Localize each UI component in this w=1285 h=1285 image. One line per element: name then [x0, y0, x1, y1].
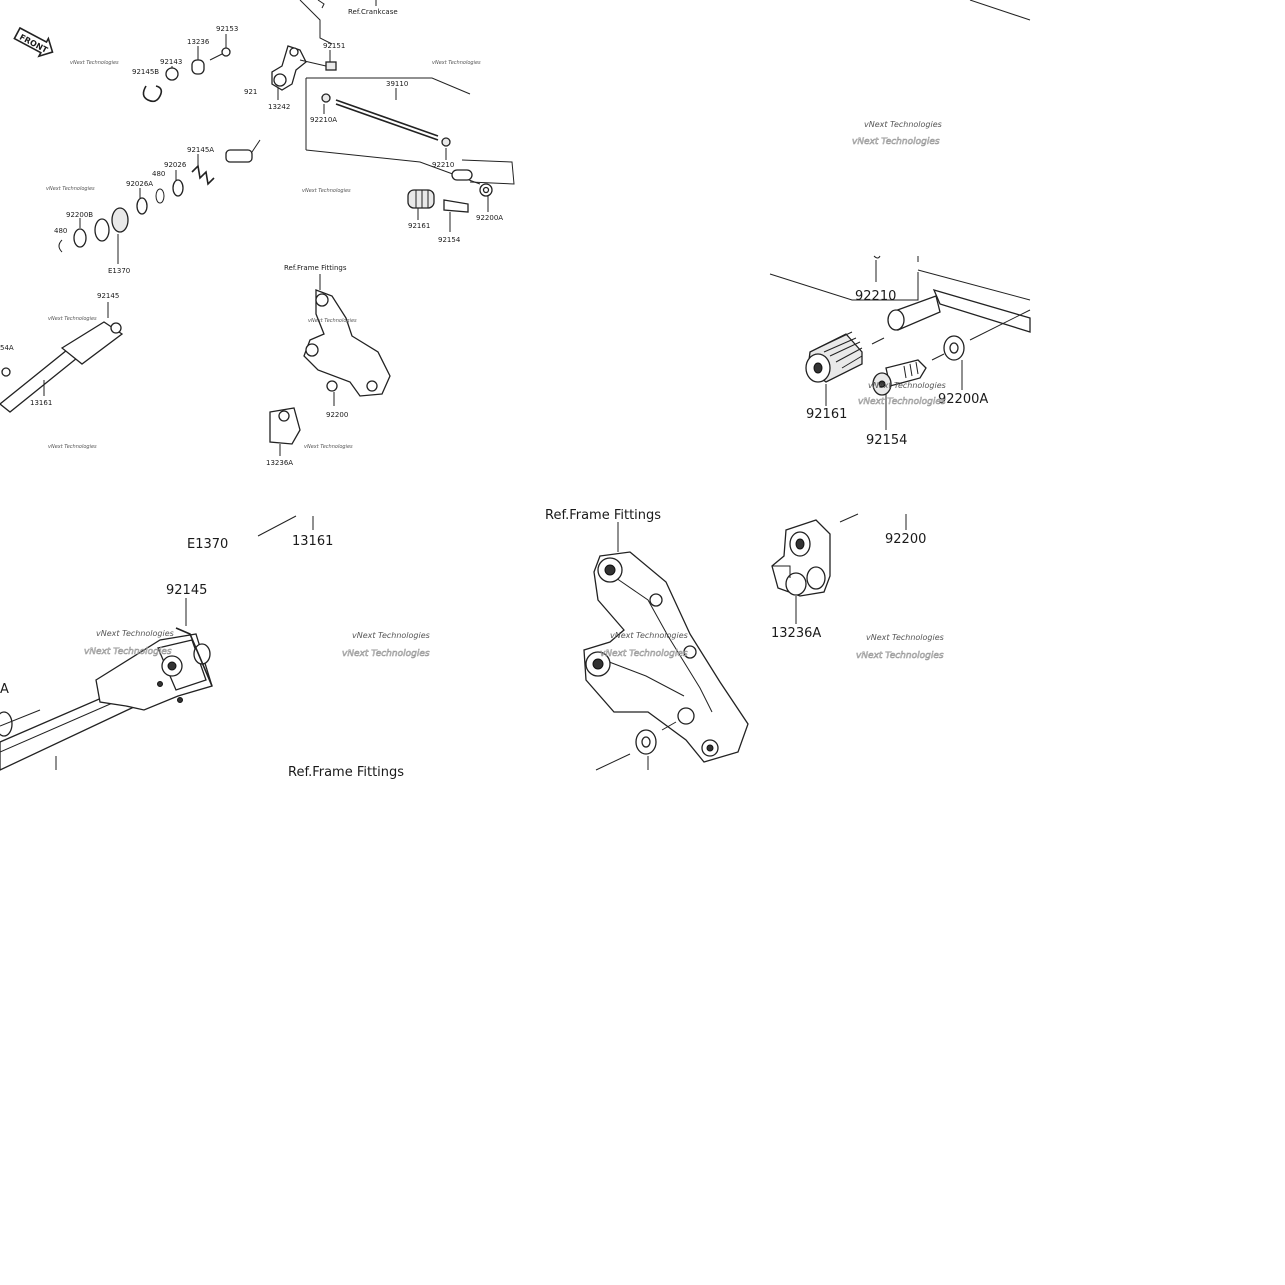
circlip-480-b — [58, 239, 63, 253]
label-92154: 92154 — [438, 236, 461, 244]
label-921: 921 — [244, 88, 257, 96]
pivot-13236A — [269, 407, 301, 445]
label-detail-E1370: E1370 — [187, 537, 228, 552]
label-detail-92200: 92200 — [885, 532, 926, 547]
label-92200A: 92200A — [476, 214, 503, 222]
ref-frame-fittings-partial: Ref.Frame Fittings — [288, 765, 404, 780]
ref-frame-fittings-small: Ref.Frame Fittings — [284, 264, 347, 272]
label-92210: 92210 — [432, 161, 454, 169]
label-92200: 92200 — [326, 411, 348, 419]
watermark-d6b: vNext Technologies — [856, 651, 944, 661]
footrest-bracket-detail — [583, 551, 749, 763]
shaft-end — [225, 149, 253, 163]
label-detail-13236A: 13236A — [771, 626, 821, 641]
watermark-d1b: vNext Technologies — [852, 137, 940, 147]
label-480-a: 480 — [152, 170, 165, 178]
bolt-detail-92154 — [872, 359, 927, 396]
tie-rod-39110 — [335, 99, 439, 137]
detail-pivot: 92200 13236A vNext Technologies vNext Te… — [771, 513, 944, 661]
label-92161: 92161 — [408, 222, 430, 230]
label-92151: 92151 — [323, 42, 345, 50]
watermark-d2b: vNext Technologies — [858, 397, 946, 407]
label-E1370: E1370 — [108, 267, 130, 275]
collar-13236 — [191, 59, 205, 75]
shift-shaft-detail-13161 — [0, 627, 213, 771]
bolt-92154 — [443, 199, 469, 213]
watermark-d6: vNext Technologies — [866, 633, 944, 642]
circlip-480 — [155, 188, 165, 204]
label-detail-A: A — [0, 682, 9, 697]
watermark-o8: vNext Technologies — [304, 444, 353, 450]
lever-pivot — [451, 169, 473, 181]
footpeg-rubber-92161 — [407, 189, 435, 209]
label-detail-92161: 92161 — [806, 407, 847, 422]
watermark-d2: vNext Technologies — [868, 381, 946, 390]
collar-92143 — [165, 67, 179, 81]
watermark-d4: vNext Technologies — [352, 631, 430, 640]
front-arrow-icon: FRONT — [13, 26, 54, 58]
watermark-o5: vNext Technologies — [48, 316, 97, 322]
detail-pedal-end: vNext Technologies vNext Technologies 92… — [769, 0, 1031, 448]
watermark-d5: vNext Technologies — [610, 631, 688, 640]
nut-92210 — [441, 137, 451, 147]
label-92143: 92143 — [160, 58, 182, 66]
ref-crankcase: Ref.Crankcase — [348, 8, 398, 16]
footrest-bracket-small — [303, 289, 391, 397]
label-92026A: 92026A — [126, 180, 153, 188]
watermark-o2: vNext Technologies — [432, 60, 481, 66]
watermark-d3: vNext Technologies — [96, 629, 174, 638]
label-detail-92154: 92154 — [866, 433, 907, 448]
label-92145: 92145 — [97, 292, 119, 300]
spring-92145B — [142, 85, 163, 103]
label-detail-13161: 13161 — [292, 534, 333, 549]
label-39110: 39110 — [386, 80, 408, 88]
washer-92026 — [172, 179, 184, 197]
footpeg-rubber-detail-92161 — [805, 331, 863, 383]
watermark-d1: vNext Technologies — [864, 120, 942, 129]
nut-92210A — [321, 93, 331, 103]
washer-92200B — [73, 228, 87, 248]
label-92210A: 92210A — [310, 116, 337, 124]
detail-shift-shaft: E1370 13161 92145 A vNext Technologies v… — [0, 515, 430, 780]
watermark-o6: vNext Technologies — [308, 318, 357, 324]
label-detail-92145: 92145 — [166, 583, 207, 598]
detail-frame-bracket: Ref.Frame Fittings vNext Technologies vN… — [545, 508, 749, 771]
label-480-b: 480 — [54, 227, 67, 235]
watermark-o4: vNext Technologies — [302, 188, 351, 194]
label-92200B: 92200B — [66, 211, 93, 219]
watermark-d4b: vNext Technologies — [342, 649, 430, 659]
label-detail-92210: 92210 — [855, 289, 896, 304]
oil-seal — [94, 218, 110, 242]
bolt-92153 — [221, 47, 231, 57]
overview-diagram: FRONT Ref.Crankcase 92153 13236 92143 92… — [0, 0, 515, 467]
watermark-o1: vNext Technologies — [70, 60, 119, 66]
pivot-detail-13236A — [771, 519, 831, 597]
spring-92145A — [191, 164, 215, 186]
label-13236: 13236 — [187, 38, 210, 46]
label-detail-92200A: 92200A — [938, 392, 988, 407]
watermark-o7: vNext Technologies — [48, 444, 97, 450]
label-92145B: 92145B — [132, 68, 159, 76]
watermark-d5b: vNext Technologies — [600, 649, 688, 659]
washer-92200 — [326, 380, 338, 392]
ref-frame-fittings-detail: Ref.Frame Fittings — [545, 508, 661, 523]
label-92145A: 92145A — [187, 146, 214, 154]
label-13161: 13161 — [30, 399, 52, 407]
watermark-d3b: vNext Technologies — [84, 647, 172, 657]
label-92153: 92153 — [216, 25, 238, 33]
washer-92026A — [136, 197, 148, 215]
watermark-o3: vNext Technologies — [46, 186, 95, 192]
label-54A: 54A — [0, 344, 14, 352]
label-92026: 92026 — [164, 161, 187, 169]
needle-bearing — [111, 207, 129, 233]
label-13242: 13242 — [268, 103, 290, 111]
label-13236A: 13236A — [266, 459, 293, 467]
